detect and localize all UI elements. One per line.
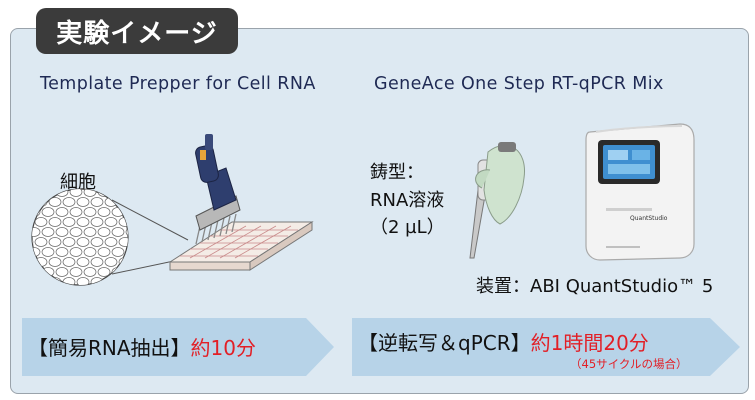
well-plate (168, 221, 314, 271)
zoom-line-top (111, 199, 189, 241)
left-step-name: 【簡易RNA抽出】 (28, 336, 191, 360)
right-step-time: 約1時間20分 (530, 331, 649, 355)
hand-with-pipette (469, 142, 525, 259)
left-step-label: 【簡易RNA抽出】約10分 (28, 332, 256, 361)
multichannel-pipette (195, 134, 241, 245)
cycle-note: （45サイクルの場合） (570, 357, 688, 371)
left-product-title: Template Prepper for Cell RNA (40, 74, 316, 94)
cell-grid (32, 189, 128, 285)
right-step-label: 【逆転写＆qPCR】約1時間20分 (358, 327, 649, 356)
header-tag: 実験イメージ (36, 8, 238, 54)
left-step-time: 約10分 (190, 336, 256, 360)
right-product-title: GeneAce One Step RT-qPCR Mix (374, 74, 664, 94)
right-step-arrow (352, 316, 740, 378)
qpcr-instrument (585, 123, 695, 261)
template-label: 鋳型： (370, 162, 424, 183)
instrument-label: 装置：ABI QuantStudio™ 5 (476, 276, 714, 297)
volume-label: （2 µL） (370, 217, 445, 238)
left-step-arrow (22, 316, 334, 378)
instrument-brand-label: QuantStudio (630, 215, 668, 222)
cells-label: 細胞 (60, 172, 96, 193)
right-step-name: 【逆転写＆qPCR】 (358, 331, 531, 355)
rna-solution-label: RNA溶液 (370, 190, 445, 211)
